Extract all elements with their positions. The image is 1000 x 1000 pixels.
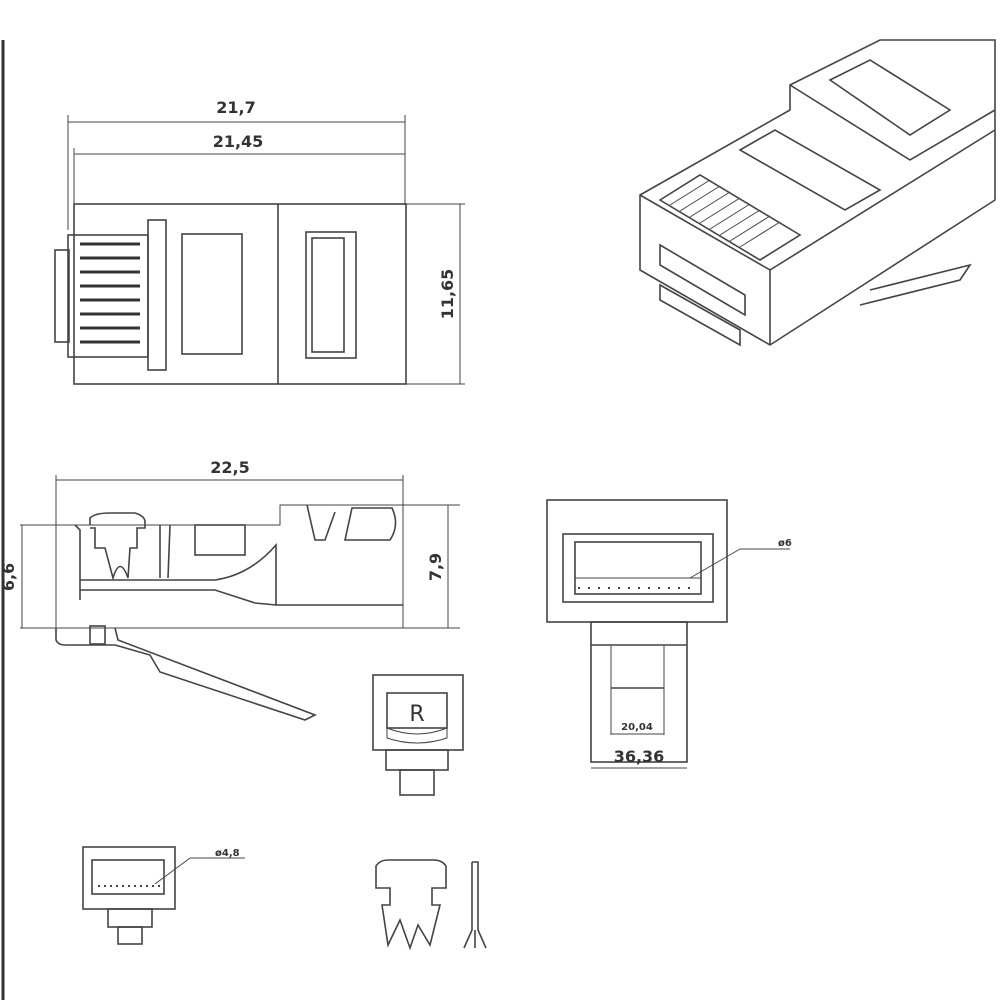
- dim-7-9: 7,9: [426, 553, 445, 581]
- rear-view: R: [372, 674, 464, 796]
- contact-pin-views: [375, 859, 487, 951]
- front-view: ø6 20,04 36,36: [546, 499, 792, 769]
- dim-22-5: 22,5: [210, 458, 249, 477]
- dim-36-36: 36,36: [614, 747, 665, 766]
- dim-20-04: 20,04: [621, 722, 653, 733]
- dim-11-65: 11,65: [438, 269, 457, 320]
- top-view: 21,7 21,45 11,65: [54, 98, 465, 385]
- isometric-view: [639, 39, 996, 347]
- marking-letter: R: [409, 702, 424, 727]
- dim-diameter-4-8: ø4,8: [215, 848, 240, 859]
- dim-diameter-6: ø6: [778, 538, 792, 549]
- small-front-view: ø4,8: [82, 846, 245, 945]
- side-view: 22,5 6,6 7,9: [0, 458, 460, 721]
- dim-6-6: 6,6: [0, 563, 18, 591]
- dim-21-45: 21,45: [213, 132, 264, 151]
- dim-21-7: 21,7: [216, 98, 255, 117]
